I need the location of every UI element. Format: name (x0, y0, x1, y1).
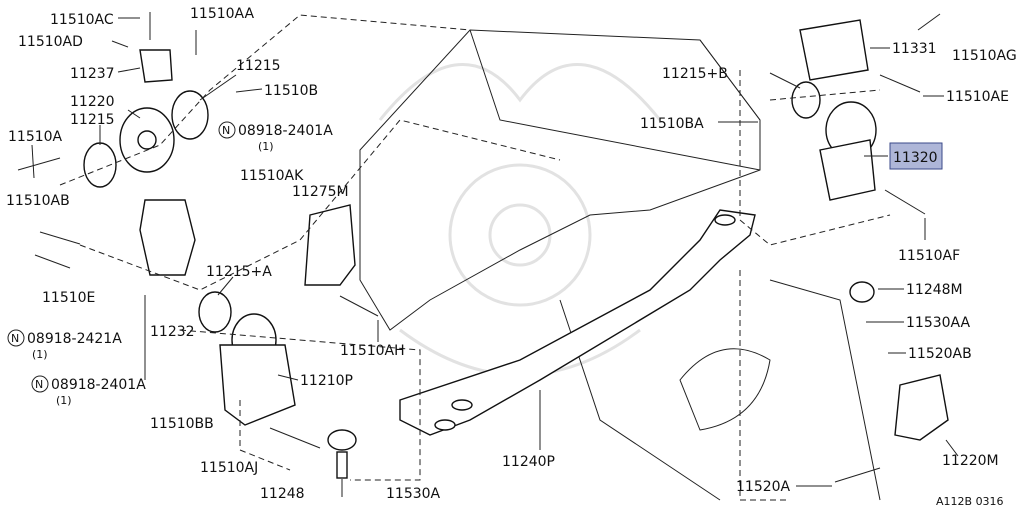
label-11530a[interactable]: 11530A (386, 486, 441, 502)
label-11510bb[interactable]: 11510BB (150, 416, 214, 432)
label-11520a[interactable]: 11520A (736, 479, 791, 495)
label-11220m[interactable]: 11220M (942, 453, 999, 469)
circle-n-icon-2421a (7, 329, 25, 347)
label-08918-2421a[interactable]: 08918-2421A (27, 331, 122, 347)
dashed-guide-lines (59, 14, 891, 501)
label-11215-top[interactable]: 11215 (236, 58, 281, 74)
label-08918-2421a-qty: (1) (32, 348, 48, 361)
label-11510ae[interactable]: 11510AE (946, 89, 1009, 105)
label-11248-bot[interactable]: 11248 (260, 486, 305, 502)
circle-n-icon-bot (31, 375, 49, 393)
label-11520ab[interactable]: 11520AB (908, 346, 972, 362)
lower-left-mount-assembly (198, 291, 357, 479)
label-11215-a[interactable]: 11215+A (206, 264, 272, 280)
label-11510ak[interactable]: 11510AK (240, 168, 304, 184)
right-mount-assembly (791, 19, 949, 441)
label-11248m[interactable]: 11248M (906, 282, 963, 298)
label-11510aa[interactable]: 11510AA (190, 6, 255, 22)
circle-n-letter-2421a: N (11, 332, 19, 345)
label-11510a[interactable]: 11510A (8, 129, 63, 145)
diagram-reference-code: A112B 0316 (936, 495, 1004, 508)
label-11237[interactable]: 11237 (70, 66, 115, 82)
circle-n-letter-bot: N (35, 378, 43, 391)
bolts (17, 12, 941, 483)
part-labels: 11510AC 11510AA 11510AD 11237 11215 1122… (6, 6, 1017, 508)
label-11232[interactable]: 11232 (150, 324, 195, 340)
label-11510ad[interactable]: 11510AD (18, 34, 83, 50)
left-mount-assembly (83, 49, 356, 286)
label-11510ba[interactable]: 11510BA (640, 116, 704, 132)
highlight-box-11320 (889, 142, 943, 170)
label-08918-2401a-top-qty: (1) (258, 140, 274, 153)
label-11510ab[interactable]: 11510AB (6, 193, 70, 209)
label-11331[interactable]: 11331 (892, 41, 937, 57)
label-11510ag[interactable]: 11510AG (952, 48, 1017, 64)
label-11275m[interactable]: 11275M (292, 184, 349, 200)
label-11530aa[interactable]: 11530AA (906, 315, 971, 331)
label-11510e[interactable]: 11510E (42, 290, 95, 306)
label-11240p[interactable]: 11240P (502, 454, 555, 470)
label-08918-2401a-top[interactable]: 08918-2401A (238, 123, 333, 139)
circle-n-icon (218, 121, 236, 139)
label-11510b[interactable]: 11510B (264, 83, 318, 99)
label-08918-2401a-bot-qty: (1) (56, 394, 72, 407)
label-11320[interactable]: 11320 (893, 150, 938, 166)
label-11510ac[interactable]: 11510AC (50, 12, 114, 28)
label-11215-left[interactable]: 11215 (70, 112, 115, 128)
label-11510aj[interactable]: 11510AJ (200, 460, 258, 476)
leader-lines (31, 17, 959, 497)
label-11220[interactable]: 11220 (70, 94, 115, 110)
circle-n-letter-top: N (222, 124, 230, 137)
label-11510af[interactable]: 11510AF (898, 248, 960, 264)
crossmember-11240p (399, 209, 756, 436)
label-11215-b[interactable]: 11215+B (662, 66, 728, 82)
label-08918-2401a-bot[interactable]: 08918-2401A (51, 377, 146, 393)
label-11510ah[interactable]: 11510AH (340, 343, 405, 359)
label-11210p[interactable]: 11210P (300, 373, 353, 389)
